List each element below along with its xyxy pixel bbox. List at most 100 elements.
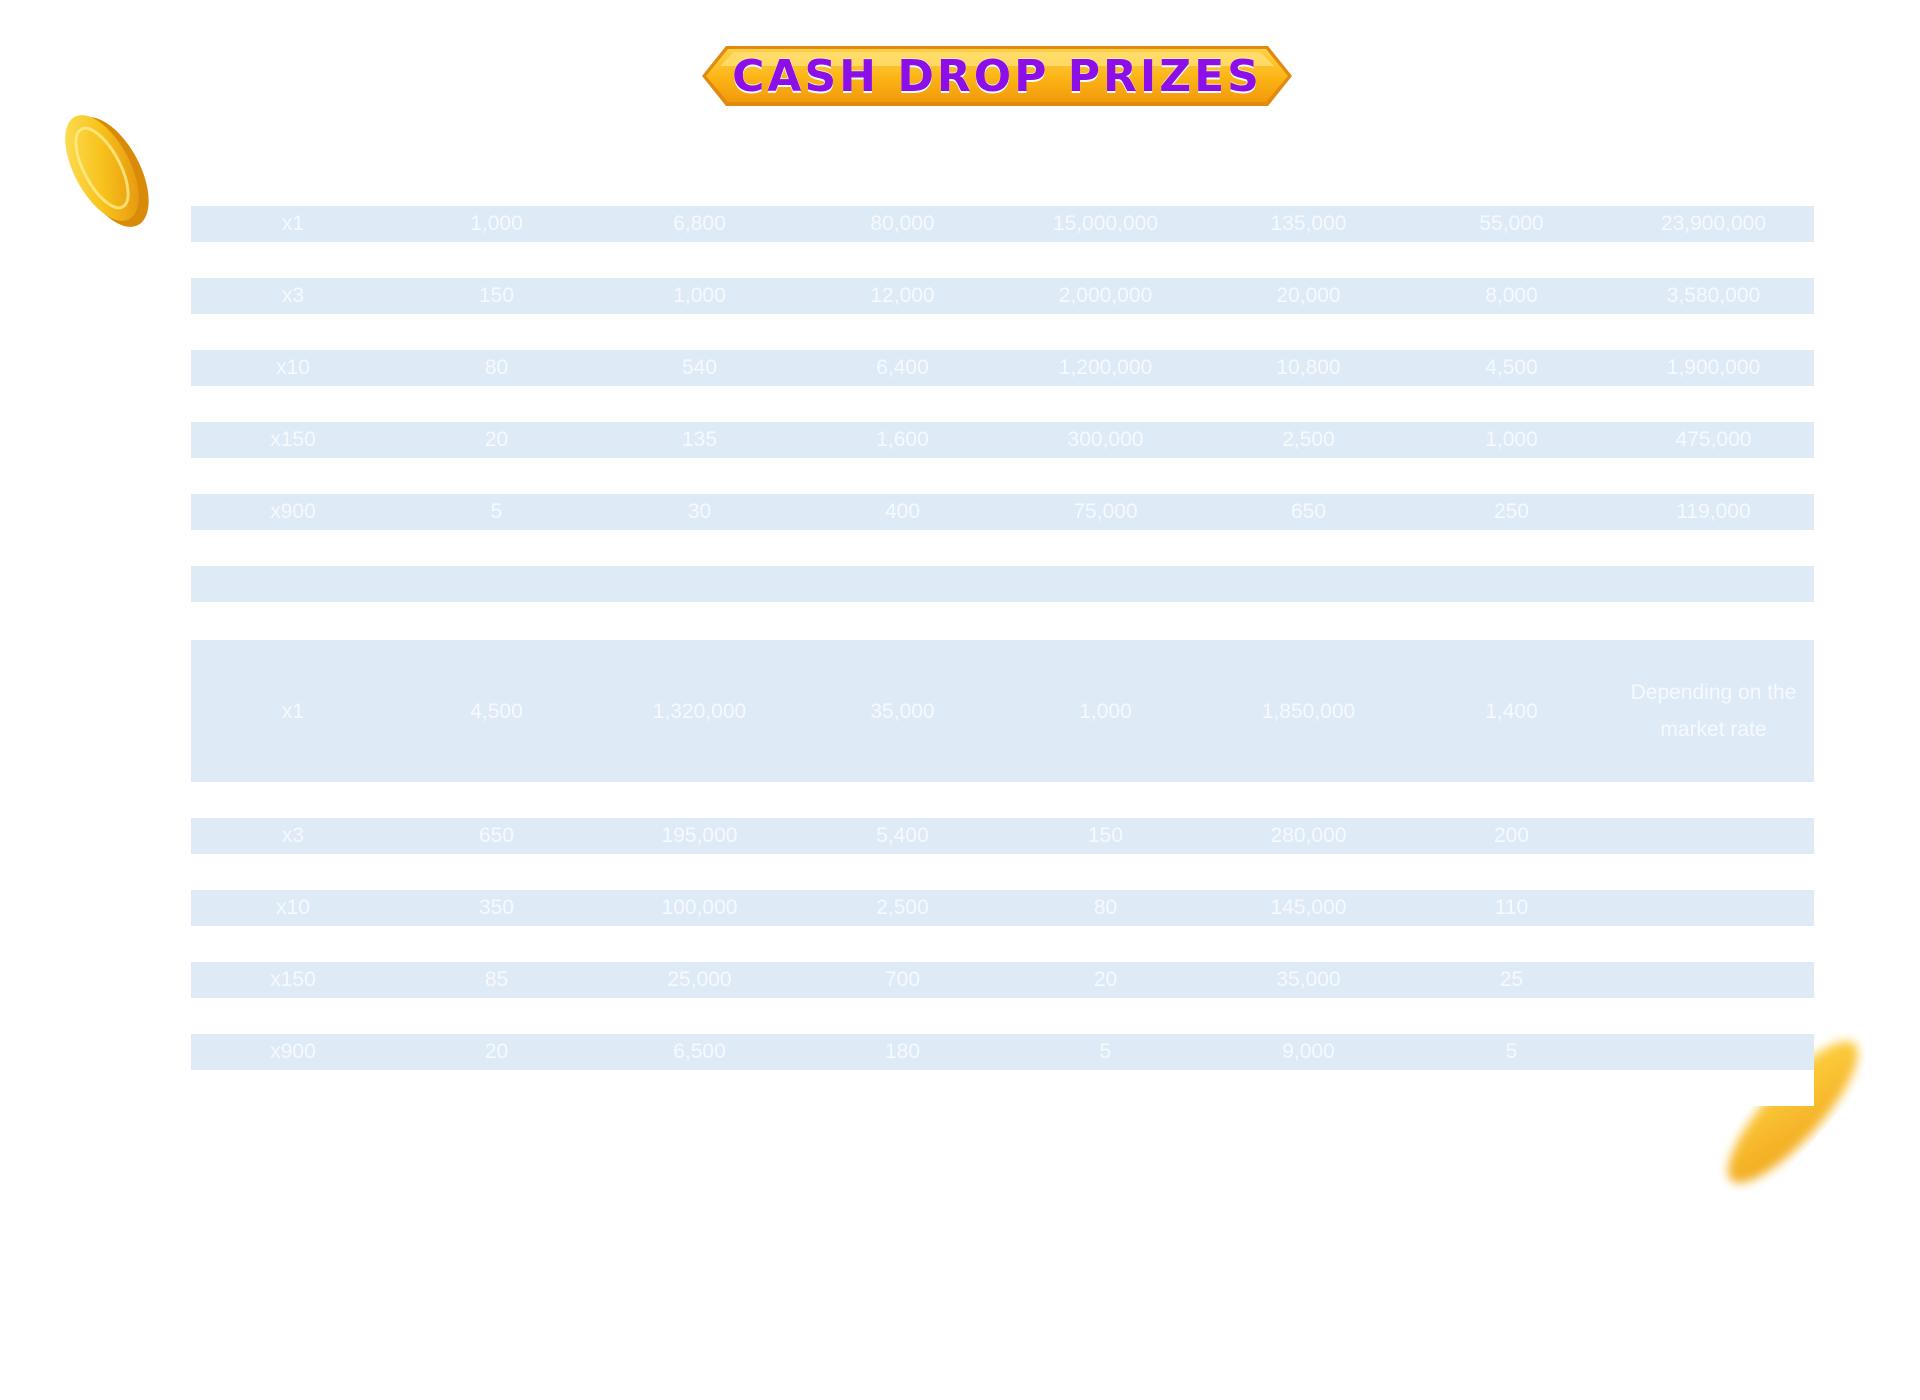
multiplier-cell: x10 xyxy=(191,890,395,926)
spacer-row xyxy=(191,458,1814,494)
prize-cell: 1,000 xyxy=(395,206,598,242)
prize-cell: 1,000 xyxy=(1004,640,1207,782)
prize-cell: 5 xyxy=(1410,1034,1613,1070)
prize-cell: 25,000 xyxy=(598,962,801,998)
multiplier-cell: x900 xyxy=(191,494,395,530)
prize-cell: 135,000 xyxy=(1207,206,1410,242)
prize-cell: 700 xyxy=(801,962,1004,998)
prize-cell: 6,500 xyxy=(598,1034,801,1070)
prize-cell: 85 xyxy=(395,962,598,998)
prize-cell: 150 xyxy=(1004,818,1207,854)
prize-cell: 150 xyxy=(395,278,598,314)
multiplier-cell: x10 xyxy=(191,350,395,386)
prize-cell: 25 xyxy=(1410,962,1613,998)
prize-cell: 2,500 xyxy=(1207,422,1410,458)
prize-cell: 23,900,000 xyxy=(1613,206,1814,242)
prize-cell: 135 xyxy=(598,422,801,458)
prize-cell: 35,000 xyxy=(801,640,1004,782)
prize-cell: 9,000 xyxy=(1207,1034,1410,1070)
title-banner: CASH DROP PRIZES xyxy=(700,44,1294,108)
multiplier-cell: x1 xyxy=(191,640,395,782)
prize-cell: 475,000 xyxy=(1613,422,1814,458)
prize-cell: 100,000 xyxy=(598,890,801,926)
prize-cell: 55,000 xyxy=(1410,206,1613,242)
prize-cell: 80,000 xyxy=(801,206,1004,242)
spacer-row xyxy=(191,530,1814,566)
spacer-cell xyxy=(191,530,1814,566)
spacer-row xyxy=(191,386,1814,422)
prize-cell: 250 xyxy=(1410,494,1613,530)
multiplier-cell: x150 xyxy=(191,422,395,458)
prize-cell: 1,600 xyxy=(801,422,1004,458)
gold-coin-icon xyxy=(1728,1041,1858,1183)
prize-cell: 300,000 xyxy=(1004,422,1207,458)
prize-cell: 180 xyxy=(801,1034,1004,1070)
prize-cell xyxy=(1613,962,1814,998)
prize-cell: 350 xyxy=(395,890,598,926)
spacer-cell xyxy=(191,602,1814,640)
prize-cell: 4,500 xyxy=(1410,350,1613,386)
gold-coin-icon xyxy=(65,115,149,227)
spacer-row xyxy=(191,782,1814,818)
prize-cell: 4,500 xyxy=(395,640,598,782)
prize-cell: 80 xyxy=(395,350,598,386)
spacer-row xyxy=(191,168,1814,206)
multiplier-cell: x3 xyxy=(191,278,395,314)
prize-cell: 540 xyxy=(598,350,801,386)
spacer-cell xyxy=(191,998,1814,1034)
prize-cell: 400 xyxy=(801,494,1004,530)
prize-cell: 119,000 xyxy=(1613,494,1814,530)
prize-cell: 280,000 xyxy=(1207,818,1410,854)
spacer-row xyxy=(191,602,1814,640)
prize-cell: 10,800 xyxy=(1207,350,1410,386)
prize-cell: 75,000 xyxy=(1004,494,1207,530)
prize-cell: 35,000 xyxy=(1207,962,1410,998)
spacer-row xyxy=(191,566,1814,602)
spacer-cell xyxy=(191,314,1814,350)
spacer-cell xyxy=(191,566,1814,602)
prize-cell: 200 xyxy=(1410,818,1613,854)
spacer-row xyxy=(191,314,1814,350)
prize-cell: Depending on the market rate xyxy=(1613,640,1814,782)
prize-cell: 5 xyxy=(1004,1034,1207,1070)
banner-shape xyxy=(702,46,1292,106)
prize-cell: 5 xyxy=(395,494,598,530)
prize-cell: 145,000 xyxy=(1207,890,1410,926)
spacer-cell xyxy=(191,782,1814,818)
prize-cell: 1,000 xyxy=(598,278,801,314)
prize-cell: 20 xyxy=(395,422,598,458)
prize-cell: 2,000,000 xyxy=(1004,278,1207,314)
spacer-cell xyxy=(191,458,1814,494)
prize-cell xyxy=(1613,890,1814,926)
prize-cell: 30 xyxy=(598,494,801,530)
spacer-row xyxy=(191,926,1814,962)
prize-cell: 6,400 xyxy=(801,350,1004,386)
spacer-cell xyxy=(191,168,1814,206)
prize-cell: 20,000 xyxy=(1207,278,1410,314)
prize-cell: 1,400 xyxy=(1410,640,1613,782)
multiplier-cell: x1 xyxy=(191,206,395,242)
prize-cell: 1,200,000 xyxy=(1004,350,1207,386)
spacer-row xyxy=(191,854,1814,890)
prize-cell: 1,320,000 xyxy=(598,640,801,782)
prize-cell xyxy=(1613,818,1814,854)
multiplier-cell: x3 xyxy=(191,818,395,854)
spacer-cell xyxy=(191,854,1814,890)
prize-cell: 650 xyxy=(395,818,598,854)
prize-cell: 110 xyxy=(1410,890,1613,926)
prize-cell: 1,850,000 xyxy=(1207,640,1410,782)
spacer-row xyxy=(191,1070,1814,1106)
prize-cell: 15,000,000 xyxy=(1004,206,1207,242)
prize-cell: 2,500 xyxy=(801,890,1004,926)
prize-cell: 80 xyxy=(1004,890,1207,926)
